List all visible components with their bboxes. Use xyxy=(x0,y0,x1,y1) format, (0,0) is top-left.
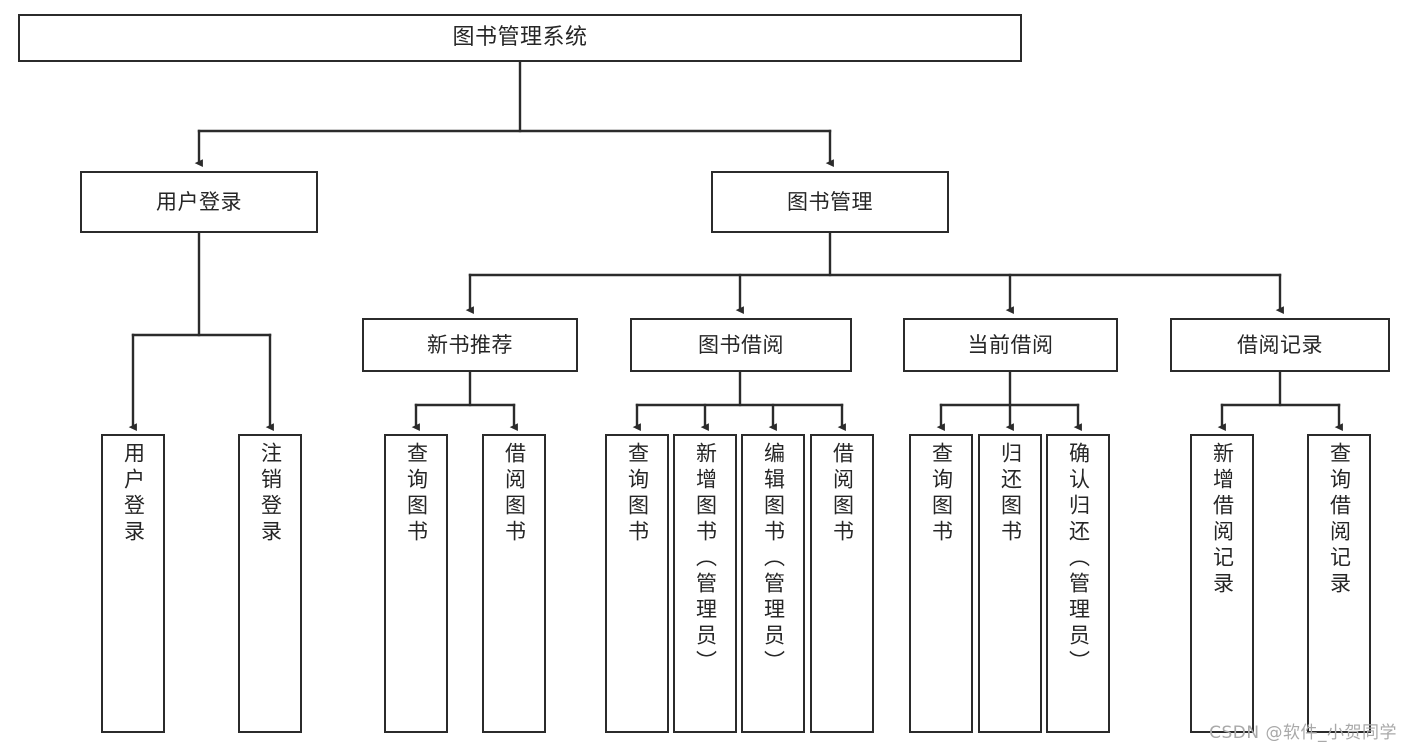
node-label: 查询图书 xyxy=(929,442,954,546)
node-user-login[interactable]: 用户登录 xyxy=(80,171,318,233)
node-label: 借阅图书 xyxy=(502,442,527,546)
node-leaf-borrow-book-recommend[interactable]: 借阅图书 xyxy=(482,434,546,733)
node-new-book-recommend[interactable]: 新书推荐 xyxy=(362,318,578,372)
node-label: 图书管理 xyxy=(787,189,873,214)
node-leaf-return-book[interactable]: 归还图书 xyxy=(978,434,1042,733)
node-leaf-borrow-book[interactable]: 借阅图书 xyxy=(810,434,874,733)
node-label: 借阅记录 xyxy=(1237,332,1323,357)
node-leaf-query-book-recommend[interactable]: 查询图书 xyxy=(384,434,448,733)
node-label: 查询图书 xyxy=(625,442,650,546)
node-label: 用户登录 xyxy=(121,442,146,546)
node-label: 查询图书 xyxy=(404,442,429,546)
node-label: 归还图书 xyxy=(998,442,1023,546)
node-label: 新增图书（管理员） xyxy=(693,442,718,676)
node-current-borrow[interactable]: 当前借阅 xyxy=(903,318,1118,372)
node-leaf-add-book[interactable]: 新增图书（管理员） xyxy=(673,434,737,733)
node-borrow-record[interactable]: 借阅记录 xyxy=(1170,318,1390,372)
node-label: 查询借阅记录 xyxy=(1327,442,1352,598)
node-label: 图书借阅 xyxy=(698,332,784,357)
node-book-manage[interactable]: 图书管理 xyxy=(711,171,949,233)
node-label: 注销登录 xyxy=(258,442,283,546)
watermark-text: CSDN @软件_小贺同学 xyxy=(1209,723,1397,743)
node-label: 图书管理系统 xyxy=(452,25,588,51)
node-label: 编辑图书（管理员） xyxy=(761,442,786,676)
node-label: 借阅图书 xyxy=(830,442,855,546)
node-root-system[interactable]: 图书管理系统 xyxy=(18,14,1022,62)
node-leaf-logout-login[interactable]: 注销登录 xyxy=(238,434,302,733)
node-label: 新增借阅记录 xyxy=(1210,442,1235,598)
node-leaf-query-borrow-record[interactable]: 查询借阅记录 xyxy=(1307,434,1371,733)
node-book-borrow[interactable]: 图书借阅 xyxy=(630,318,852,372)
node-leaf-user-login[interactable]: 用户登录 xyxy=(101,434,165,733)
node-leaf-edit-book[interactable]: 编辑图书（管理员） xyxy=(741,434,805,733)
node-leaf-query-book-borrow[interactable]: 查询图书 xyxy=(605,434,669,733)
node-label: 用户登录 xyxy=(156,189,242,214)
node-label: 新书推荐 xyxy=(427,332,513,357)
node-label: 当前借阅 xyxy=(967,332,1054,357)
node-leaf-add-borrow-record[interactable]: 新增借阅记录 xyxy=(1190,434,1254,733)
node-label: 确认归还（管理员） xyxy=(1066,442,1091,676)
node-leaf-confirm-return[interactable]: 确认归还（管理员） xyxy=(1046,434,1110,733)
node-leaf-query-book-current[interactable]: 查询图书 xyxy=(909,434,973,733)
